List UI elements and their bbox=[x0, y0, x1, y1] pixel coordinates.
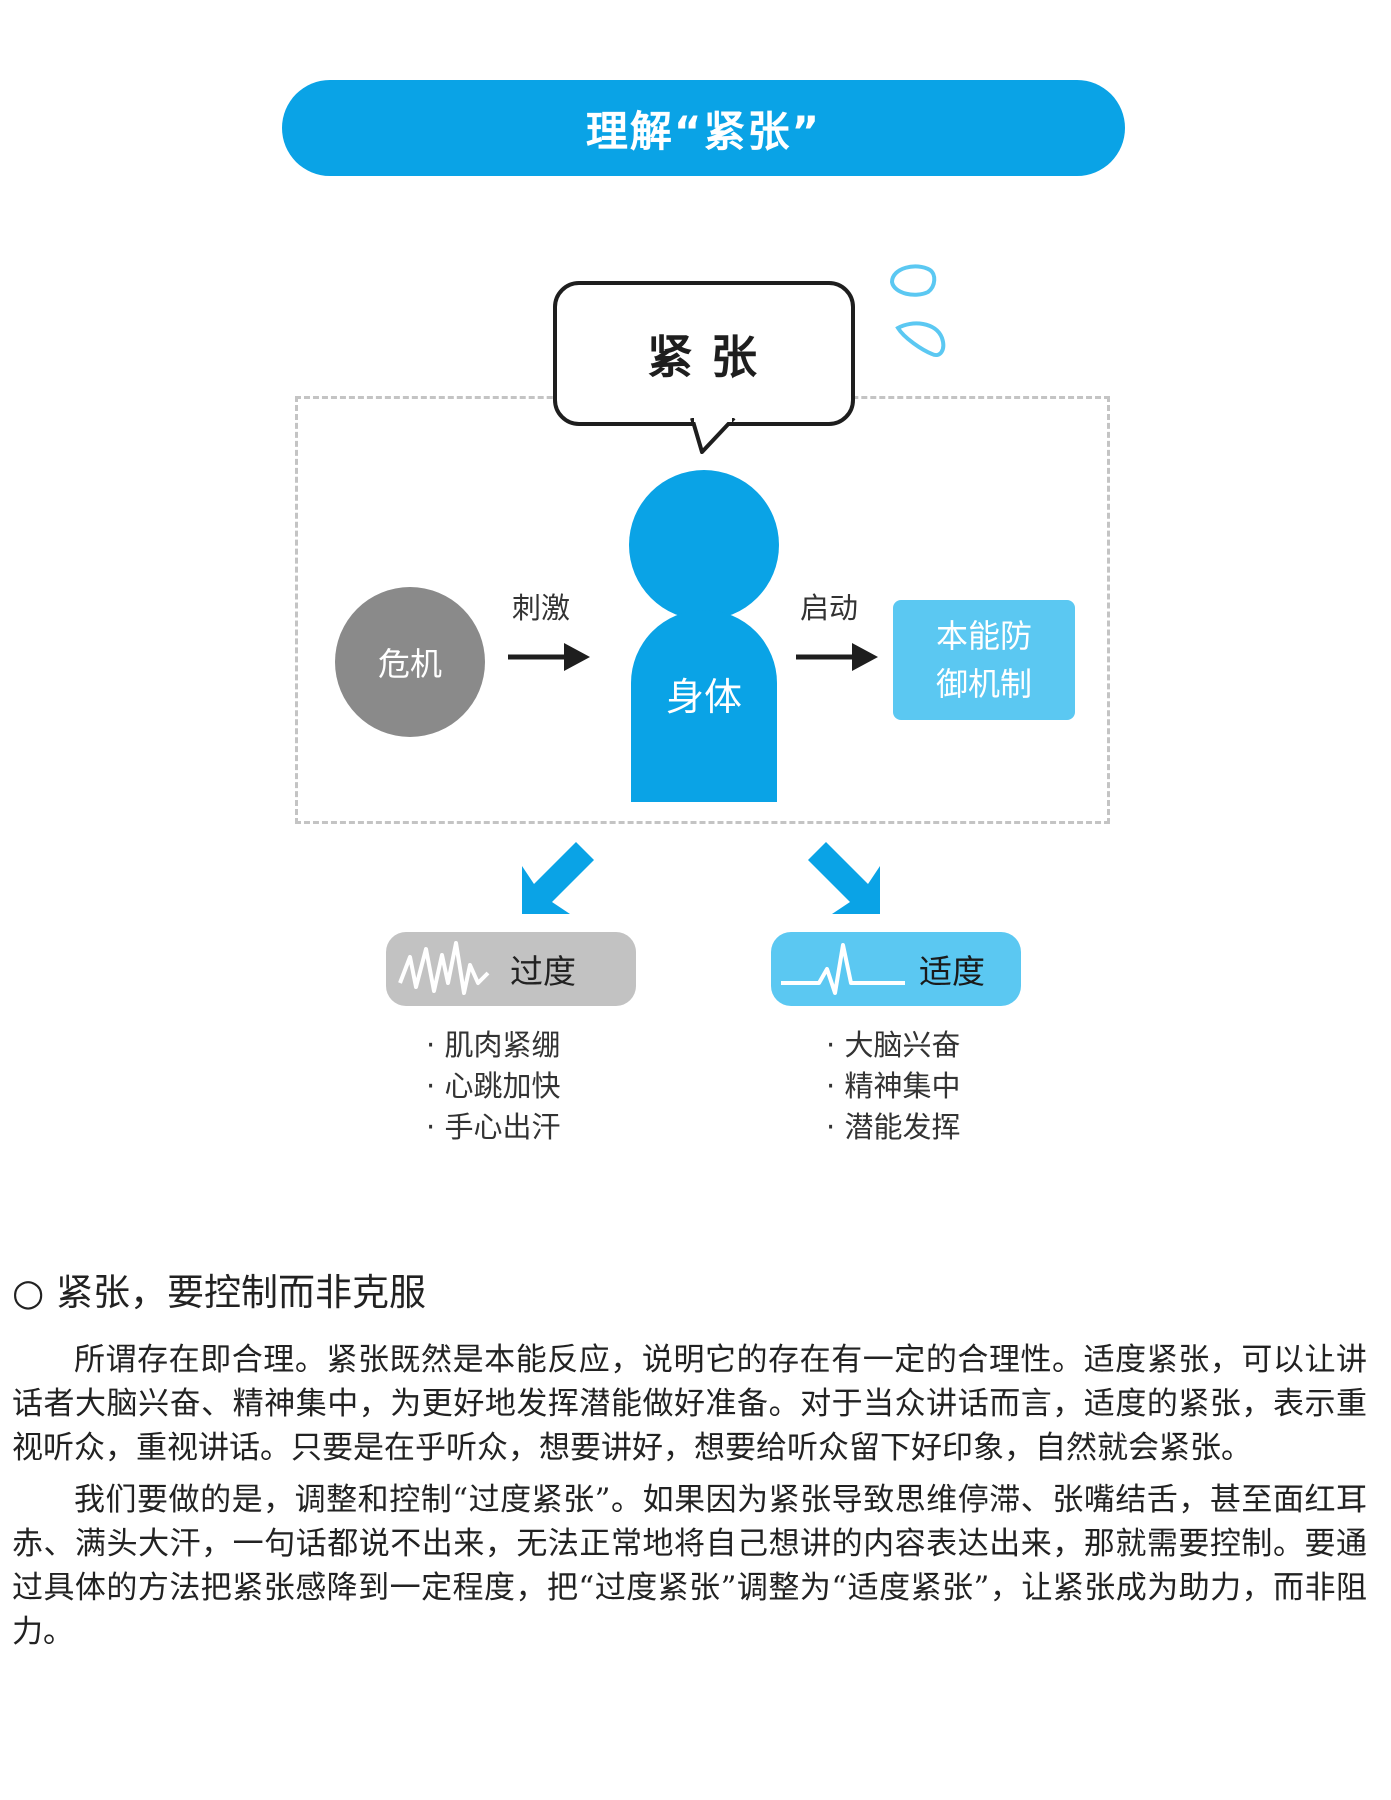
list-item: 肌肉紧绷 bbox=[426, 1025, 560, 1066]
right-arrow-icon bbox=[508, 643, 590, 671]
speech-bubble-tail bbox=[690, 418, 736, 454]
defense-line-1: 本能防 bbox=[935, 617, 1032, 655]
excessive-symptom-list: 肌肉紧绷 心跳加快 手心出汗 bbox=[426, 1025, 560, 1148]
person-body: 身体 bbox=[631, 610, 777, 802]
sweat-drops-icon bbox=[889, 264, 946, 357]
article-body: 所谓存在即合理。紧张既然是本能反应，说明它的存在有一定的合理性。适度紧张，可以让… bbox=[12, 1338, 1367, 1662]
list-item: 大脑兴奋 bbox=[826, 1025, 960, 1066]
bubble-text: 紧张 bbox=[647, 329, 775, 384]
start-label: 启动 bbox=[800, 591, 859, 625]
right-arrow-icon bbox=[796, 643, 878, 671]
banner-title: 理解“紧张” bbox=[585, 106, 822, 156]
moderate-tension-pill: 适度 bbox=[771, 932, 1021, 1006]
list-item: 精神集中 bbox=[826, 1066, 960, 1107]
paragraph: 我们要做的是，调整和控制“过度紧张”。如果因为紧张导致思维停滞、张嘴结舌，甚至面… bbox=[12, 1482, 1367, 1650]
erratic-pulse-icon bbox=[398, 941, 490, 995]
moderate-benefit-list: 大脑兴奋 精神集中 潜能发挥 bbox=[826, 1025, 960, 1148]
speech-bubble: 紧张 bbox=[553, 281, 855, 426]
excessive-label: 过度 bbox=[510, 952, 576, 991]
body-label: 身体 bbox=[665, 675, 742, 719]
list-item: 手心出汗 bbox=[426, 1107, 560, 1148]
section-heading: ○ 紧张，要控制而非克服 bbox=[12, 1271, 427, 1314]
title-banner: 理解“紧张” bbox=[282, 80, 1125, 176]
instinct-defense-box: 本能防 御机制 bbox=[893, 600, 1075, 720]
list-item: 潜能发挥 bbox=[826, 1107, 960, 1148]
person-head bbox=[629, 470, 779, 620]
moderate-label: 适度 bbox=[919, 952, 985, 991]
steady-pulse-icon bbox=[781, 943, 905, 995]
defense-line-2: 御机制 bbox=[935, 665, 1032, 703]
crisis-circle: 危机 bbox=[335, 587, 485, 737]
crisis-label: 危机 bbox=[377, 645, 442, 683]
list-item: 心跳加快 bbox=[426, 1066, 560, 1107]
paragraph: 所谓存在即合理。紧张既然是本能反应，说明它的存在有一定的合理性。适度紧张，可以让… bbox=[12, 1342, 1367, 1466]
down-right-arrow-icon bbox=[808, 842, 880, 914]
excessive-tension-pill: 过度 bbox=[386, 932, 636, 1006]
down-left-arrow-icon bbox=[522, 842, 594, 914]
stimulus-label: 刺激 bbox=[512, 591, 571, 625]
